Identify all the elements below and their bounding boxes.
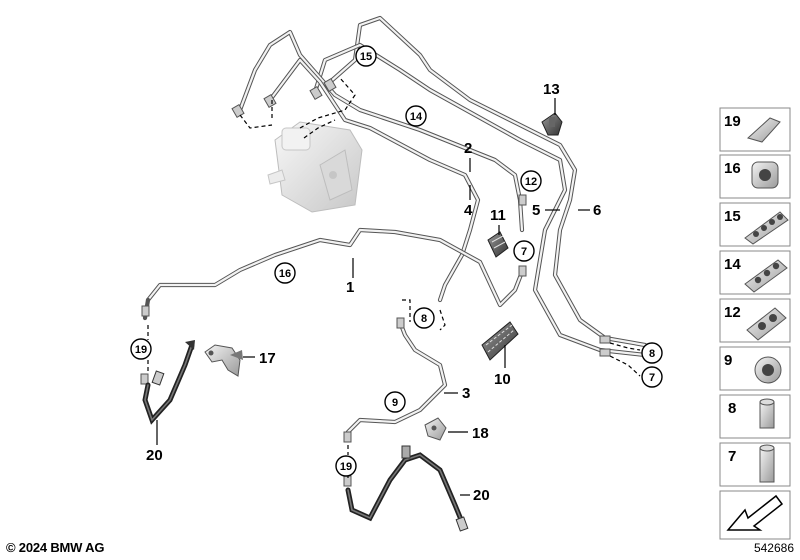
panel-cell-9[interactable]: 9	[719, 346, 791, 391]
svg-text:9: 9	[392, 397, 398, 409]
label-6: 6	[593, 202, 601, 219]
label-4: 4	[464, 202, 473, 219]
callout-8-center: 8	[413, 307, 435, 329]
svg-text:16: 16	[724, 160, 741, 177]
callout-16: 16	[274, 262, 296, 284]
panel-cell-8[interactable]: 8	[719, 394, 791, 439]
panel-cell-16[interactable]: 16	[719, 154, 791, 199]
label-13: 13	[543, 81, 560, 98]
parts-panel: 19 16 15 14	[719, 107, 791, 540]
bracket-clip-icon	[746, 117, 781, 143]
pipe-holder-13	[541, 112, 563, 136]
part-labels: 1 2 3 4 5 6 10 11 13 17 18 20 20	[146, 81, 601, 504]
svg-text:14: 14	[410, 111, 423, 123]
union-nut-icon	[759, 398, 775, 429]
label-1: 1	[346, 279, 354, 296]
svg-text:19: 19	[724, 113, 741, 130]
bracket-17	[204, 344, 243, 377]
copyright: © 2024 BMW AG	[6, 540, 105, 555]
callout-9: 9	[384, 391, 406, 413]
brake-pipes-upper	[140, 15, 648, 487]
svg-text:7: 7	[649, 372, 655, 384]
panel-cell-19[interactable]: 19	[719, 107, 791, 152]
label-20-left: 20	[146, 447, 163, 464]
single-clip-icon	[751, 161, 779, 189]
svg-text:15: 15	[360, 51, 372, 63]
double-clip-icon	[746, 307, 787, 341]
svg-text:8: 8	[649, 348, 655, 360]
callout-14: 14	[405, 105, 427, 127]
callout-19-right: 19	[335, 455, 357, 477]
leader-lines	[156, 98, 590, 496]
panel-cell-14[interactable]: 14	[719, 250, 791, 295]
svg-text:9: 9	[724, 352, 732, 369]
round-clip-icon	[754, 356, 782, 384]
label-20-right: 20	[473, 487, 490, 504]
quad-clip-icon	[744, 211, 789, 245]
pipe-holder-11	[487, 231, 509, 258]
label-11: 11	[490, 207, 506, 224]
svg-text:7: 7	[521, 246, 527, 258]
arrow-icon	[726, 494, 784, 531]
svg-text:15: 15	[724, 208, 741, 225]
label-5: 5	[532, 202, 540, 219]
diagram-number: 542686	[753, 541, 794, 555]
label-10: 10	[494, 371, 511, 388]
callout-19-left: 19	[130, 338, 152, 360]
dashed-connectors	[147, 77, 641, 478]
triple-clip-icon	[744, 259, 788, 293]
bracket-18	[424, 417, 447, 441]
callout-12: 12	[520, 170, 542, 192]
hydraulic-unit	[267, 121, 363, 213]
panel-cell-15[interactable]: 15	[719, 202, 791, 247]
brake-hose-left	[142, 340, 195, 425]
callout-15: 15	[355, 45, 377, 67]
svg-text:12: 12	[525, 176, 537, 188]
label-2: 2	[464, 140, 472, 157]
panel-cell-7[interactable]: 7	[719, 442, 791, 487]
label-17: 17	[259, 350, 276, 367]
panel-cell-12[interactable]: 12	[719, 298, 791, 343]
svg-text:16: 16	[279, 268, 291, 280]
svg-text:19: 19	[340, 461, 352, 473]
callouts: 15 14 12 16 7 8 8 7 19 9 19	[130, 45, 663, 477]
brake-hose-right	[345, 445, 469, 532]
svg-text:7: 7	[728, 448, 736, 465]
svg-text:8: 8	[728, 400, 736, 417]
callout-8-right: 8	[641, 342, 663, 364]
svg-text:19: 19	[135, 344, 147, 356]
panel-cell-arrow[interactable]	[719, 490, 791, 540]
pipe-holder-10	[481, 321, 519, 361]
callout-7-upper: 7	[513, 240, 535, 262]
label-3: 3	[462, 385, 470, 402]
callout-7-right: 7	[641, 366, 663, 388]
label-18: 18	[472, 425, 489, 442]
svg-text:8: 8	[421, 313, 427, 325]
long-union-nut-icon	[759, 444, 775, 483]
svg-text:12: 12	[724, 304, 741, 321]
svg-text:14: 14	[724, 256, 741, 273]
